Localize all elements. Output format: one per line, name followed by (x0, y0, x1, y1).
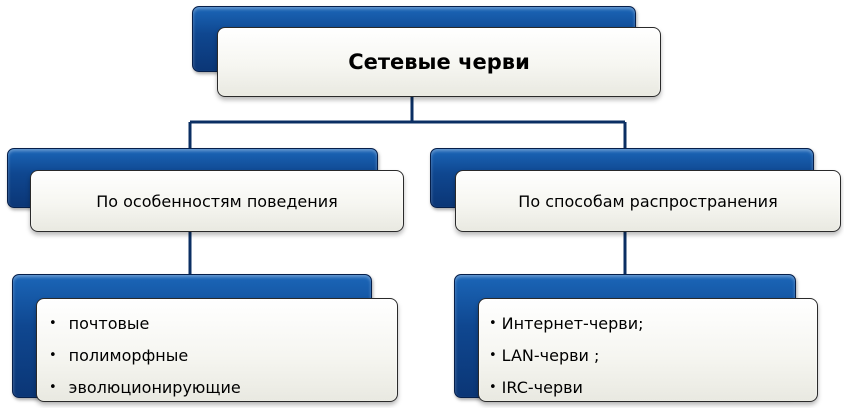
list-item: • IRC-черви (489, 371, 644, 403)
bullet-icon: • (489, 347, 497, 363)
list-item-label: Интернет-черви; (501, 313, 644, 333)
left-leaf-list: • почтовые • полиморфные • эволюционирую… (49, 307, 241, 403)
list-item: • эволюционирующие (49, 371, 241, 403)
list-item: • полиморфные (49, 339, 241, 371)
list-item-label: LAN-черви ; (501, 345, 600, 365)
left-leaf-node: • почтовые • полиморфные • эволюционирую… (36, 298, 398, 402)
bullet-icon: • (49, 379, 57, 395)
right-leaf-node: • Интернет-черви; • LAN-черви ; • IRC-че… (478, 298, 818, 402)
list-item-label: IRC-черви (501, 377, 583, 397)
left-branch-title: По особенностям поведения (96, 191, 338, 211)
bullet-icon: • (49, 347, 57, 363)
right-branch-title: По способам распространения (518, 191, 778, 211)
list-item: • почтовые (49, 307, 241, 339)
list-item-label: почтовые (68, 313, 150, 333)
bullet-icon: • (489, 315, 497, 331)
list-item-label: полиморфные (68, 345, 189, 365)
list-item: • Интернет-черви; (489, 307, 644, 339)
right-branch-node: По способам распространения (455, 170, 841, 232)
left-branch-node: По особенностям поведения (30, 170, 404, 232)
bullet-icon: • (489, 379, 497, 395)
root-node: Сетевые черви (217, 27, 661, 97)
list-item-label: эволюционирующие (68, 377, 241, 397)
bullet-icon: • (49, 315, 57, 331)
right-leaf-list: • Интернет-черви; • LAN-черви ; • IRC-че… (489, 307, 644, 403)
list-item: • LAN-черви ; (489, 339, 644, 371)
root-title: Сетевые черви (348, 50, 530, 74)
